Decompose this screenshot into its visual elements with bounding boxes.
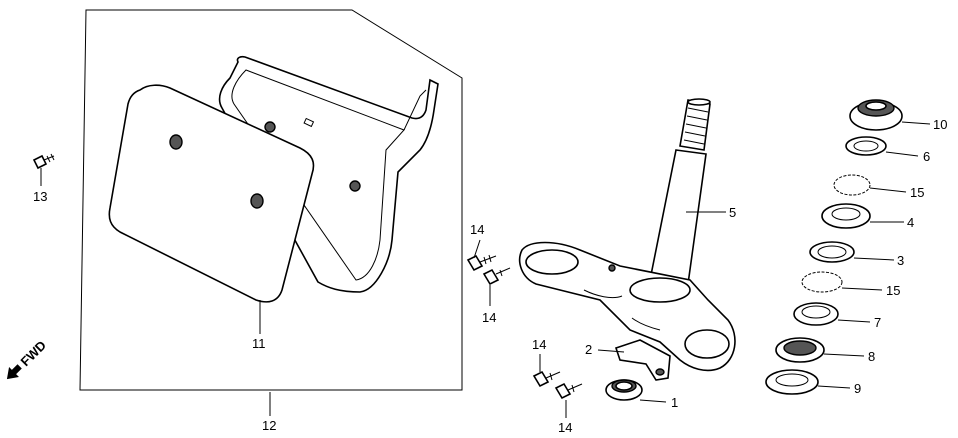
race-8-part xyxy=(775,337,825,363)
screw-13-part xyxy=(32,153,55,170)
number-plate-part xyxy=(108,84,315,303)
callout-2: 2 xyxy=(585,342,592,357)
callout-15-a: 15 xyxy=(910,185,924,200)
bolt-14-upper-part xyxy=(466,254,511,286)
race-6-part xyxy=(845,136,887,156)
fwd-direction-indicator: FWD xyxy=(6,338,50,380)
callout-8: 8 xyxy=(868,349,875,364)
callout-12: 12 xyxy=(262,418,276,433)
race-7-part xyxy=(793,302,839,326)
fwd-arrow-icon xyxy=(6,364,22,380)
callout-3: 3 xyxy=(897,253,904,268)
callout-14-a: 14 xyxy=(470,222,484,237)
bolt-14-lower-part xyxy=(532,370,583,400)
leader-lines xyxy=(40,121,931,418)
seal-9-part xyxy=(765,369,819,395)
callout-13: 13 xyxy=(33,189,47,204)
callout-5: 5 xyxy=(729,205,736,220)
fwd-label: FWD xyxy=(18,338,50,370)
callout-11: 11 xyxy=(252,336,266,351)
race-3-part xyxy=(809,241,855,263)
callout-7: 7 xyxy=(874,315,881,330)
callout-1: 1 xyxy=(671,395,678,410)
callout-14-b: 14 xyxy=(482,310,496,325)
callout-10: 10 xyxy=(933,117,947,132)
callout-9: 9 xyxy=(854,381,861,396)
callout-14-d: 14 xyxy=(558,420,572,435)
callout-14-c: 14 xyxy=(532,337,546,352)
race-4-part xyxy=(821,203,871,229)
ball-bearing-15a-part xyxy=(833,174,871,196)
steering-stem-part xyxy=(649,98,711,285)
dust-seal-10-part xyxy=(849,99,903,131)
callout-6: 6 xyxy=(923,149,930,164)
bracket-2-part xyxy=(614,339,671,381)
callout-15-b: 15 xyxy=(886,283,900,298)
bottom-bridge-part xyxy=(518,241,736,372)
callout-4: 4 xyxy=(907,215,914,230)
assembly-outline-12 xyxy=(79,9,463,391)
ball-bearing-15b-part xyxy=(801,271,843,293)
seal-1-part xyxy=(605,379,643,401)
